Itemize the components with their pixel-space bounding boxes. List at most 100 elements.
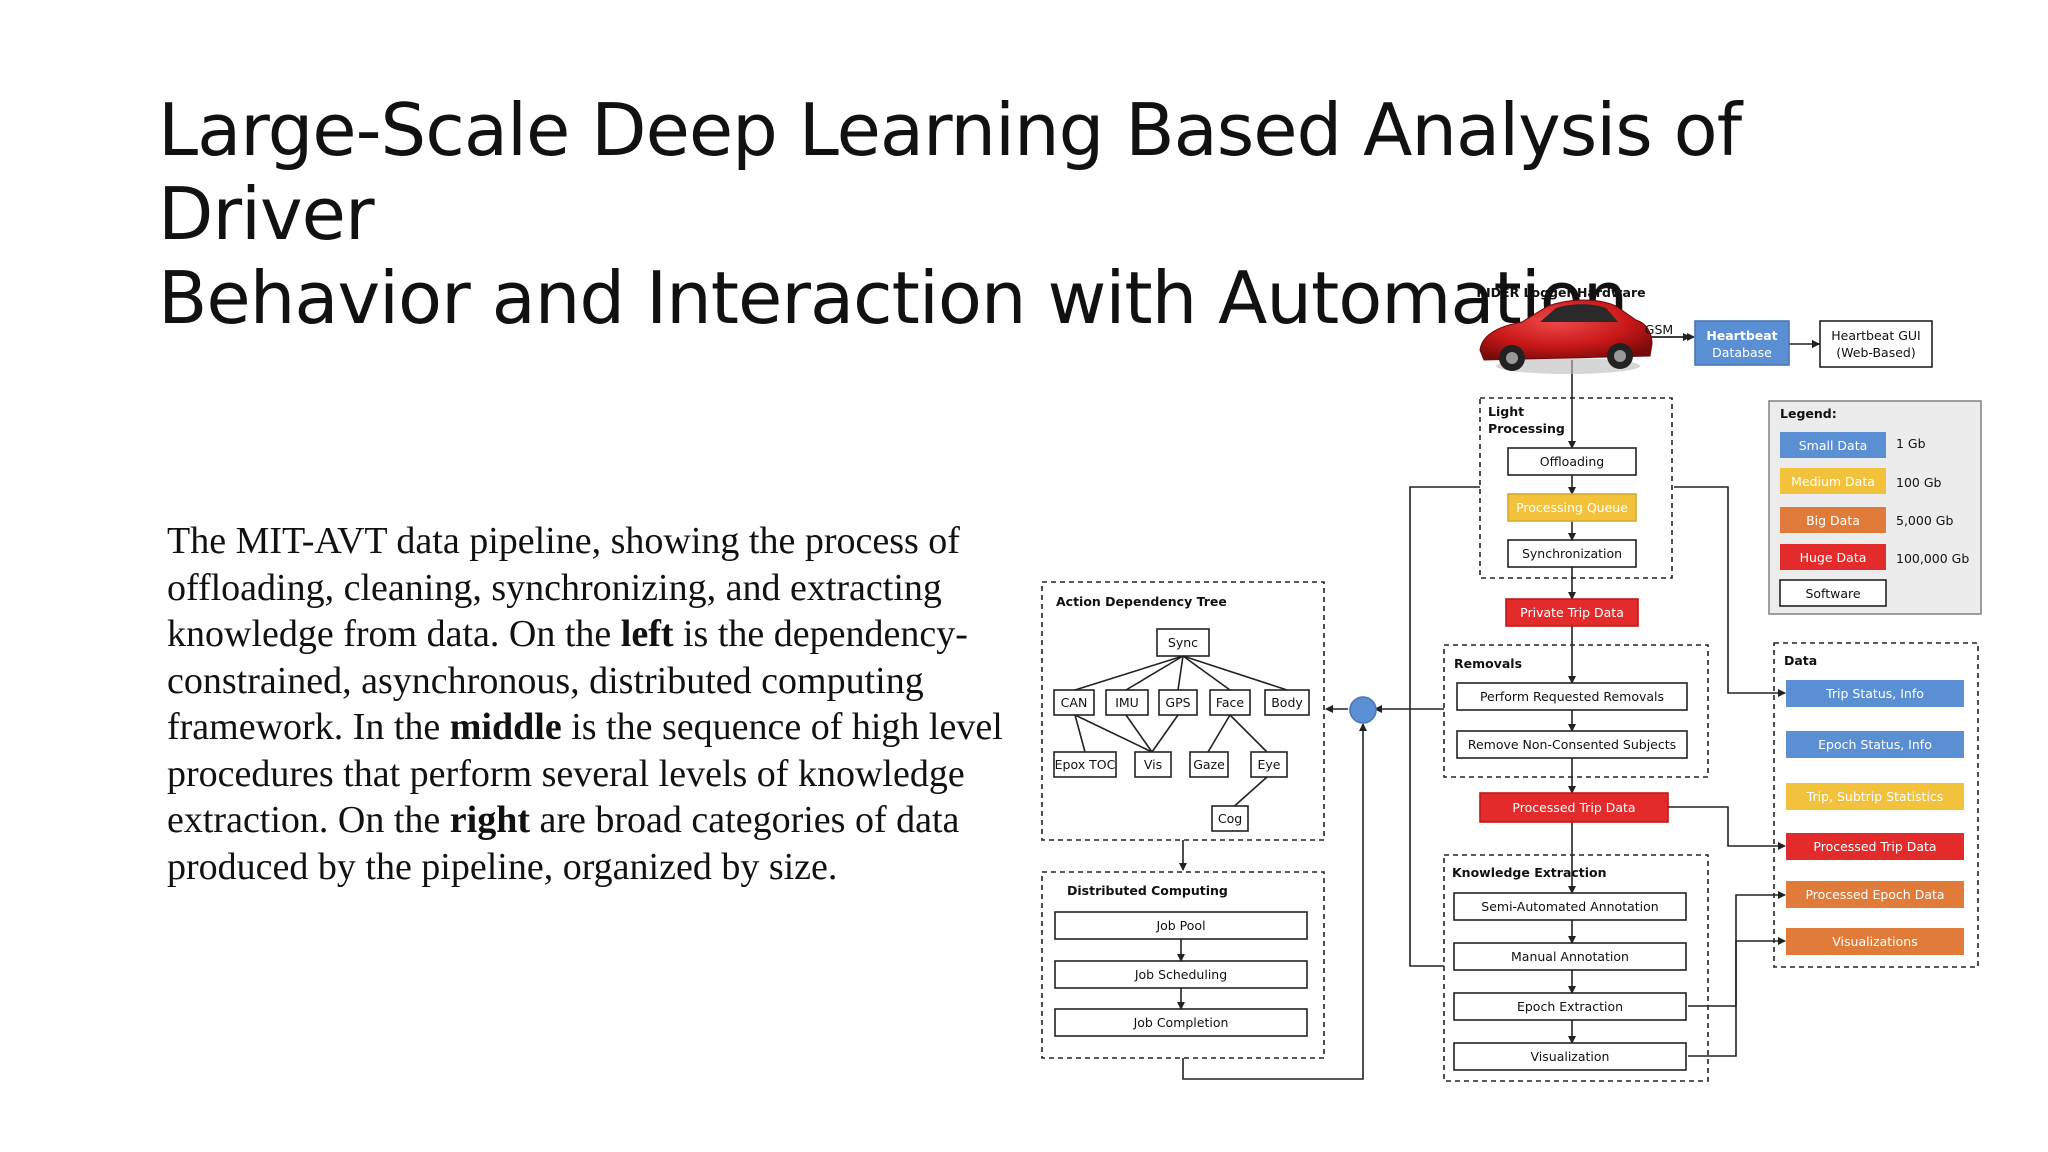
data-processed-trip bbox=[1786, 833, 1964, 860]
heartbeat-gui-box bbox=[1819, 320, 1933, 368]
job-pool-label: Job Pool bbox=[1155, 918, 1205, 933]
private-trip-data-label: Private Trip Data bbox=[1520, 605, 1624, 620]
connectors bbox=[1074, 333, 1820, 1080]
synchronization-box bbox=[1507, 539, 1637, 568]
job-scheduling-box bbox=[1054, 960, 1308, 989]
data-trip-stats-label: Trip, Subtrip Statistics bbox=[1806, 789, 1944, 804]
data-epoch-status-label: Epoch Status, Info bbox=[1818, 737, 1932, 752]
job-completion-label: Job Completion bbox=[1133, 1015, 1229, 1030]
rider-label: RIDER Logger Hardware bbox=[1476, 285, 1645, 300]
data-trip-status bbox=[1786, 680, 1964, 707]
data-panel-boxes bbox=[1786, 680, 1964, 955]
light-processing-title-1: Light bbox=[1488, 404, 1524, 419]
legend-huge-size: 100,000 Gb bbox=[1896, 551, 1969, 566]
tree-body-label: Body bbox=[1271, 695, 1303, 710]
legend-software-label: Software bbox=[1805, 586, 1860, 601]
legend-title: Legend: bbox=[1780, 406, 1837, 421]
data-processed-epoch bbox=[1786, 881, 1964, 908]
data-trip-status-label: Trip Status, Info bbox=[1825, 686, 1924, 701]
legend-big-label: Big Data bbox=[1806, 513, 1860, 528]
tree-body-box bbox=[1264, 689, 1310, 716]
legend-medium-label: Medium Data bbox=[1791, 474, 1875, 489]
heartbeat-db-line1: Heartbeat bbox=[1706, 328, 1777, 343]
semi-annotation-label: Semi-Automated Annotation bbox=[1481, 899, 1658, 914]
manual-annotation-box bbox=[1453, 942, 1687, 971]
paragraph-text-4: are broad categories of data produced by… bbox=[167, 799, 960, 888]
data-panel-title: Data bbox=[1784, 653, 1817, 668]
data-group bbox=[1773, 642, 1979, 968]
perform-removals-box bbox=[1456, 682, 1688, 711]
tree-imu-box bbox=[1105, 689, 1149, 716]
legend-swatch-software bbox=[1779, 579, 1887, 607]
tree-face-box bbox=[1209, 689, 1251, 716]
tree-sync-box bbox=[1156, 628, 1210, 657]
processed-trip-data-label: Processed Trip Data bbox=[1512, 800, 1635, 815]
data-processed-epoch-label: Processed Epoch Data bbox=[1805, 887, 1944, 902]
epoch-extraction-box bbox=[1453, 992, 1687, 1021]
tree-epox-label: Epox TOC bbox=[1055, 757, 1116, 772]
tree-vis-label: Vis bbox=[1144, 757, 1162, 772]
private-trip-data-box bbox=[1505, 598, 1639, 627]
tree-sync-label: Sync bbox=[1168, 635, 1198, 650]
tree-imu-label: IMU bbox=[1115, 695, 1139, 710]
processing-queue-label: Processing Queue bbox=[1516, 500, 1628, 515]
tree-gaze-label: Gaze bbox=[1193, 757, 1225, 772]
legend-swatch-big bbox=[1780, 507, 1886, 533]
data-trip-stats bbox=[1786, 783, 1964, 810]
job-scheduling-label: Job Scheduling bbox=[1134, 967, 1227, 982]
legend-medium-size: 100 Gb bbox=[1896, 475, 1942, 490]
knowledge-extraction-title: Knowledge Extraction bbox=[1452, 865, 1607, 880]
data-visualizations-label: Visualizations bbox=[1832, 934, 1917, 949]
distributed-title: Distributed Computing bbox=[1067, 883, 1228, 898]
paragraph-bold-right: right bbox=[449, 799, 531, 841]
synchronization-label: Synchronization bbox=[1522, 546, 1622, 561]
light-processing-group bbox=[1479, 397, 1673, 579]
offloading-label: Offloading bbox=[1540, 454, 1605, 469]
tree-can-box bbox=[1053, 689, 1095, 716]
legend-swatch-small bbox=[1780, 432, 1886, 458]
job-completion-box bbox=[1054, 1008, 1308, 1037]
knowledge-extraction-group bbox=[1443, 854, 1709, 1082]
legend-small-size: 1 Gb bbox=[1896, 436, 1926, 451]
processing-queue-box bbox=[1507, 493, 1637, 522]
semi-annotation-box bbox=[1453, 892, 1687, 921]
remove-subjects-box bbox=[1456, 730, 1688, 759]
description-paragraph: The MIT-AVT data pipeline, showing the p… bbox=[167, 518, 1037, 890]
paragraph-text-2: is the dependency-constrained, asynchron… bbox=[167, 613, 968, 748]
tree-eye-box bbox=[1250, 751, 1288, 778]
heartbeat-gui-line1: Heartbeat GUI bbox=[1831, 328, 1920, 343]
title-line-2: Behavior and Interaction with Automation bbox=[158, 256, 1628, 340]
action-tree-title: Action Dependency Tree bbox=[1056, 594, 1227, 609]
legend-small-label: Small Data bbox=[1799, 438, 1868, 453]
legend-swatch-medium bbox=[1780, 468, 1886, 494]
paragraph-bold-middle: middle bbox=[449, 706, 562, 748]
tree-gps-box bbox=[1158, 689, 1198, 716]
data-visualizations bbox=[1786, 928, 1964, 955]
visualization-box bbox=[1453, 1042, 1687, 1071]
paragraph-bold-left: left bbox=[620, 613, 674, 655]
tree-gaze-box bbox=[1189, 751, 1229, 778]
tree-face-label: Face bbox=[1216, 695, 1245, 710]
tree-can-label: CAN bbox=[1061, 695, 1088, 710]
perform-removals-label: Perform Requested Removals bbox=[1480, 689, 1664, 704]
paragraph-text-3: is the sequence of high level procedures… bbox=[167, 706, 1003, 841]
title-line-1: Large-Scale Deep Learning Based Analysis… bbox=[158, 88, 1742, 256]
visualization-label: Visualization bbox=[1531, 1049, 1610, 1064]
epoch-extraction-label: Epoch Extraction bbox=[1517, 999, 1623, 1014]
slide-title: Large-Scale Deep Learning Based Analysis… bbox=[158, 88, 1958, 340]
data-epoch-status bbox=[1786, 731, 1964, 758]
tree-epox-box bbox=[1053, 751, 1117, 778]
data-processed-trip-label: Processed Trip Data bbox=[1813, 839, 1936, 854]
heartbeat-db-line2: Database bbox=[1712, 345, 1772, 360]
light-processing-title-2: Processing bbox=[1488, 421, 1565, 436]
tree-cog-box bbox=[1211, 805, 1249, 832]
legend-swatch-huge bbox=[1780, 544, 1886, 570]
tree-gps-label: GPS bbox=[1165, 695, 1190, 710]
job-pool-box bbox=[1054, 911, 1308, 940]
offloading-box bbox=[1507, 447, 1637, 476]
manual-annotation-label: Manual Annotation bbox=[1511, 949, 1629, 964]
merge-node bbox=[1349, 696, 1377, 724]
paragraph-text-1: The MIT-AVT data pipeline, showing the p… bbox=[167, 520, 960, 655]
legend-huge-label: Huge Data bbox=[1800, 550, 1867, 565]
